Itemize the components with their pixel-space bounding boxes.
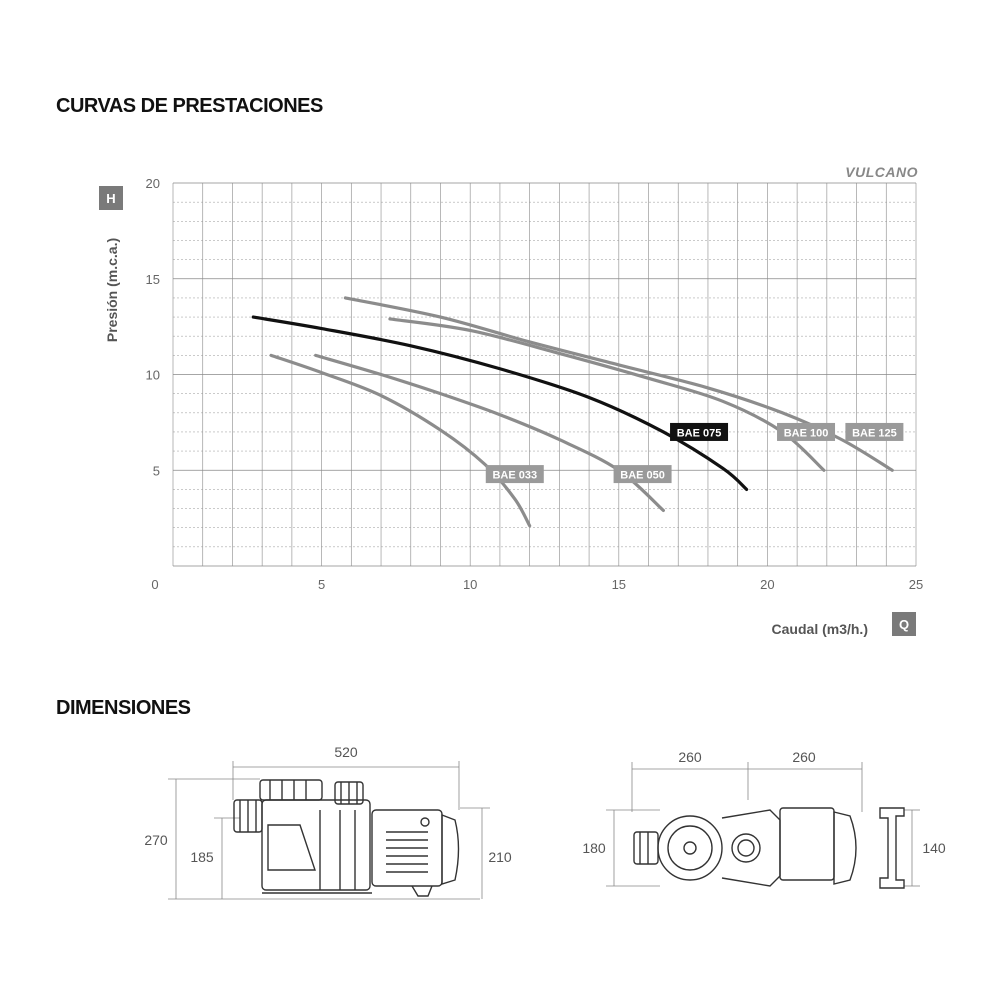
series-label-bae-050: BAE 050 <box>620 470 665 482</box>
tick-labels: 0 5 10 15 20 25 5 10 15 20 <box>146 176 924 592</box>
y-tick-label: 20 <box>146 176 160 191</box>
x-tick-label: 0 <box>151 577 158 592</box>
series-label-box-bae-033 <box>485 465 544 484</box>
base-width-value: 140 <box>922 840 946 856</box>
series-label-bae-033: BAE 033 <box>492 470 537 482</box>
y-axis-label: Presión (m.c.a.) <box>104 238 120 342</box>
x-badge-box <box>892 612 916 636</box>
y-tick-label: 5 <box>153 463 160 478</box>
x-tick-label: 5 <box>318 577 325 592</box>
x-tick-label: 25 <box>909 577 923 592</box>
top-width-right-value: 260 <box>792 749 816 765</box>
pump-side-view <box>168 761 490 900</box>
y-badge-letter: H <box>106 191 115 206</box>
performance-section-title: CURVAS DE PRESTACIONES <box>56 95 323 117</box>
y-badge-box <box>99 186 123 210</box>
series-line-bae-050 <box>314 353 665 513</box>
x-tick-label: 15 <box>612 577 626 592</box>
series-line-bae-100 <box>388 317 826 472</box>
series-labels: BAE 033 BAE 050 BAE 075 BAE 100 BAE 125 <box>485 422 904 484</box>
series-label-bae-100: BAE 100 <box>784 427 829 439</box>
side-height-value: 270 <box>144 832 168 848</box>
x-tick-label: 10 <box>463 577 477 592</box>
dimensions-section-title: DIMENSIONES <box>56 697 191 719</box>
x-axis-label: Caudal (m3/h.) <box>772 621 868 637</box>
grid-major <box>172 182 917 567</box>
y-tick-label: 15 <box>146 272 160 287</box>
dimensions-drawings: 520 270 185 210 260 260 180 140 <box>144 744 946 900</box>
series-label-box-bae-125 <box>845 422 904 441</box>
top-depth-value: 180 <box>582 840 606 856</box>
series-layer <box>251 296 894 528</box>
side-axis-height-value: 185 <box>190 849 214 865</box>
x-tick-label: 20 <box>760 577 774 592</box>
series-line-bae-033 <box>269 353 532 528</box>
side-length-value: 520 <box>334 744 358 760</box>
series-label-bae-075: BAE 075 <box>677 427 722 439</box>
series-label-box-bae-050 <box>613 465 672 484</box>
y-tick-label: 10 <box>146 368 160 383</box>
series-line-bae-075 <box>251 315 749 491</box>
series-label-bae-125: BAE 125 <box>852 427 897 439</box>
side-motor-height-value: 210 <box>488 849 512 865</box>
x-badge-letter: Q <box>899 617 909 632</box>
series-label-box-bae-075 <box>670 422 729 441</box>
pump-top-view <box>606 762 920 889</box>
brand-logo: VULCANO <box>845 164 918 180</box>
top-width-left-value: 260 <box>678 749 702 765</box>
series-label-box-bae-100 <box>777 422 836 441</box>
